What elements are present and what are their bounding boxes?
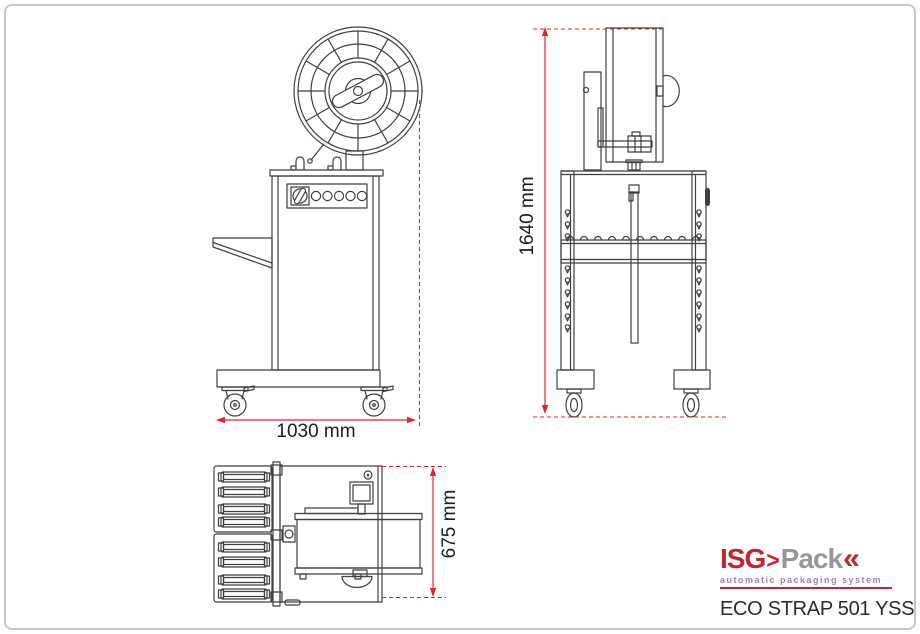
logo-chevron-icon: > [766,547,780,573]
side-height-dimension-label: 1640 mm [517,176,538,256]
reel-mast [582,71,653,171]
cabinet-front [212,150,384,371]
page-border [4,4,916,630]
logo-red-rule [720,587,892,589]
side-tray [212,237,273,269]
top-view-drawing [213,461,446,607]
machine-body-top [279,465,423,606]
front-width-dimension-label: 1030 mm [276,421,356,442]
strap-reel-front [293,26,423,164]
logo-pack-text: Pack [780,543,843,574]
table-side [556,159,711,418]
side-height-dimension [533,27,727,418]
side-view-drawing [533,27,727,418]
control-panel [286,183,368,209]
logo-isg-text: ISG [720,543,766,574]
post-keyhole-slots [564,209,702,333]
base-front [216,369,394,417]
roller-panels-top [213,461,283,607]
top-depth-dimension [382,465,446,599]
isgpack-logo: ISG > Pack « [720,543,898,575]
brand-block: ISG > Pack « automatic packaging system … [720,543,915,621]
top-depth-dimension-label: 675 mm [439,489,460,559]
front-view-drawing [212,26,423,427]
front-width-dimension [216,100,421,427]
strap-reel-side [605,27,680,163]
logo-tagline: automatic packaging system [720,575,883,585]
logo-double-chevron-icon: « [843,542,860,575]
product-name: ECO STRAP 501 YSS [720,598,915,620]
